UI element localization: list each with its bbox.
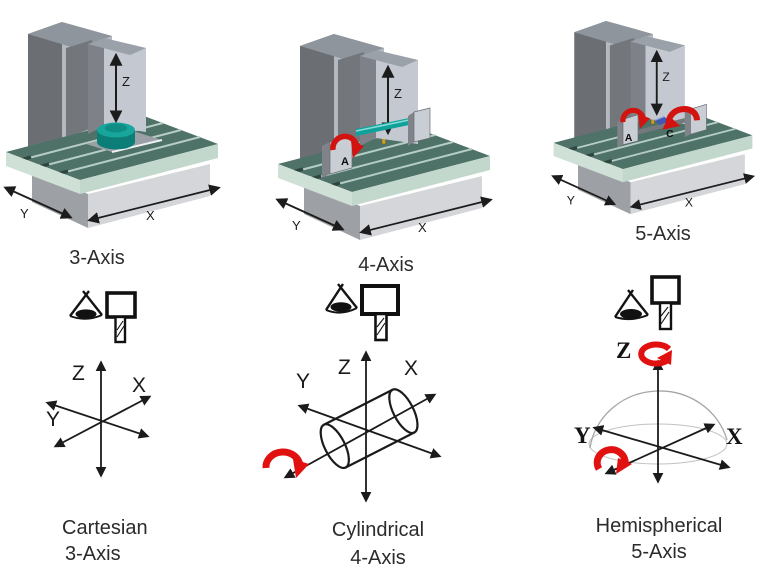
machine-structure <box>278 34 490 240</box>
machine1-title: 3-Axis <box>69 247 125 269</box>
machine1-z-label: Z <box>122 74 130 89</box>
cylindrical-diagram: Z X Y <box>262 283 442 503</box>
machine3-a-label: A <box>625 133 633 144</box>
caption1-system: Cartesian <box>62 517 148 539</box>
caption2-axes: 4-Axis <box>350 547 406 569</box>
machine2-z-label: Z <box>394 86 402 101</box>
diagram2-x-label: X <box>404 357 418 380</box>
workpiece-blue <box>654 115 669 125</box>
trunnion-bar <box>638 116 691 135</box>
eye-icon <box>69 290 103 320</box>
diagram3-z-label: Z <box>616 338 631 363</box>
caption1-axes: 3-Axis <box>65 543 121 565</box>
diagram3-y-label: Y <box>574 423 591 448</box>
machine1-y-label: Y <box>20 206 29 221</box>
tool-icon <box>360 284 400 342</box>
cartesian-diagram: Z X Y <box>45 290 152 478</box>
tool-icon <box>650 275 681 331</box>
cylinder-shape <box>319 388 419 470</box>
caption3-axes: 5-Axis <box>631 541 687 563</box>
machine2-x-label: X <box>418 220 427 235</box>
diagram2-y-label: Y <box>296 370 310 393</box>
diagram1-y-label: Y <box>46 408 60 431</box>
cylindrical-axes <box>283 350 442 503</box>
machine1-x-label: X <box>146 208 155 223</box>
cartesian-axes <box>45 360 152 478</box>
machine-structure <box>554 21 753 214</box>
diagram1-z-label: Z <box>72 362 85 385</box>
machine-5axis-illustration: A C Z X Y <box>548 2 768 218</box>
diagram3-x-label: X <box>726 424 743 449</box>
c-rotation-arrow <box>662 106 701 130</box>
machine3-x-label: X <box>685 196 693 210</box>
workpiece-rod <box>355 117 415 136</box>
diagram2-z-label: Z <box>338 356 351 379</box>
rotary-fixture-left <box>617 114 639 148</box>
a-rotation-arrow <box>330 133 364 158</box>
diagram1-x-label: X <box>132 374 146 397</box>
machine3-title: 5-Axis <box>635 223 691 245</box>
tool-icon <box>105 291 137 344</box>
machine2-a-label: A <box>341 156 349 168</box>
caption3-system: Hemispherical <box>595 515 723 537</box>
caption2-system: Cylindrical <box>331 519 425 541</box>
workpiece-puck <box>86 122 163 153</box>
machine3-c-label: C <box>666 129 674 140</box>
hemispherical-diagram: Z X Y <box>574 275 743 484</box>
machine3-z-label: Z <box>662 70 670 84</box>
rotary-fixture-right <box>408 107 431 146</box>
c-rotation-arrow <box>638 341 672 367</box>
machine2-title: 4-Axis <box>358 254 414 276</box>
eye-icon <box>324 283 358 314</box>
a-rotation-arrow <box>620 107 651 129</box>
machine-3axis-illustration: Z X Y <box>0 2 240 232</box>
eye-icon <box>614 289 649 321</box>
machine3-y-label: Y <box>567 194 575 208</box>
machine2-y-label: Y <box>292 218 301 233</box>
a-rotation-arrow <box>593 446 632 474</box>
a-rotation-arrow <box>262 448 309 478</box>
hemispherical-axes <box>592 359 731 484</box>
machine-4axis-illustration: A Z X Y <box>272 14 512 244</box>
